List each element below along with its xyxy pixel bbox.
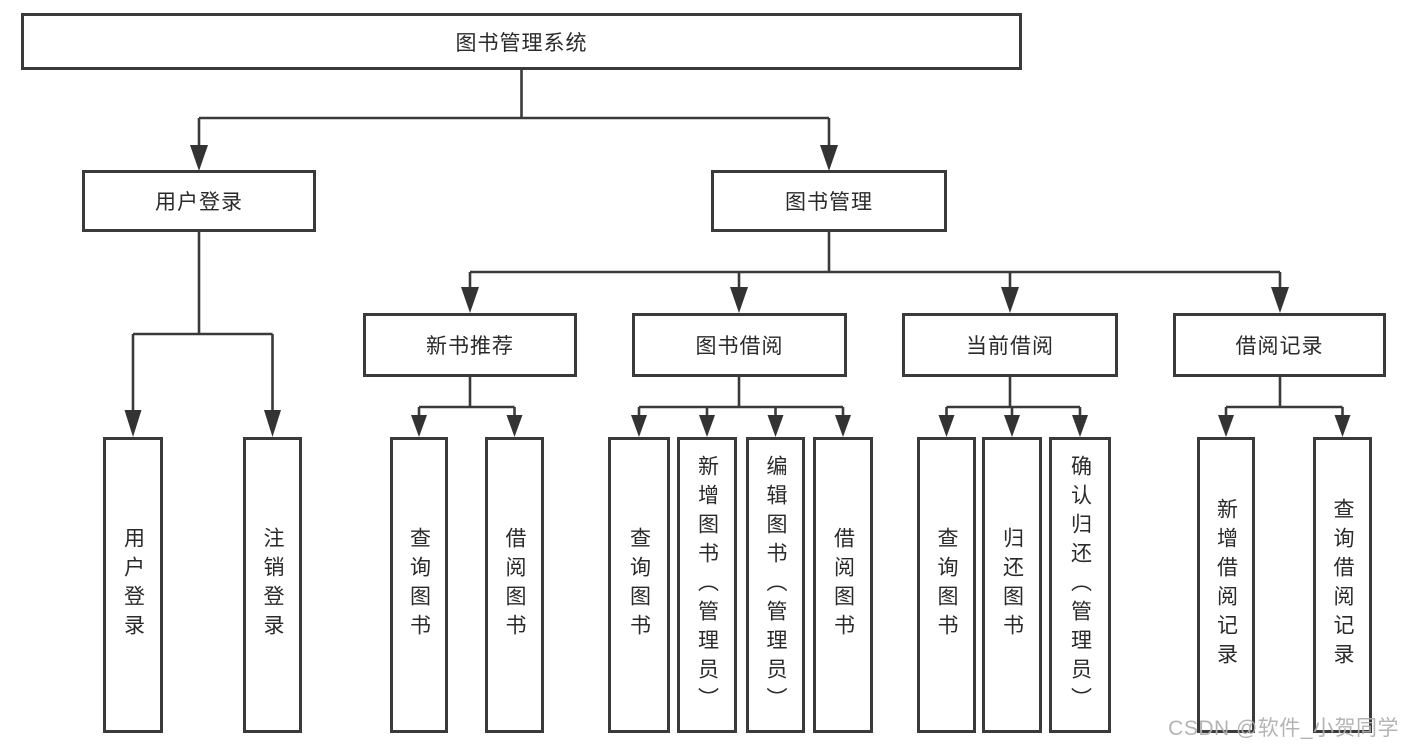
node-book-management: 图书管理 <box>711 170 947 232</box>
arrowhead <box>1001 287 1019 313</box>
leaf-confirm-return-admin: 确认归还（管理员） <box>1049 437 1111 733</box>
leaf-query-borrow-record: 查询借阅记录 <box>1313 437 1372 733</box>
connector-root-to-level1 <box>190 70 838 171</box>
leaf-query-books-current: 查询图书 <box>917 437 976 733</box>
leaf-borrow-books: 借阅图书 <box>813 437 873 733</box>
leaf-label: 借阅图书 <box>831 527 855 643</box>
node-current-borrow: 当前借阅 <box>902 313 1118 377</box>
leaf-label: 查询图书 <box>935 527 958 643</box>
arrowhead <box>938 415 955 437</box>
leaf-add-books-admin: 新增图书（管理员） <box>677 437 737 733</box>
leaf-edit-books-admin: 编辑图书（管理员） <box>746 437 805 733</box>
node-library-management-system: 图书管理系统 <box>21 13 1022 70</box>
node-user-login: 用户登录 <box>82 170 316 232</box>
node-label: 图书管理 <box>785 191 873 214</box>
connector-user-login-children <box>124 232 281 437</box>
arrowhead <box>506 415 523 437</box>
arrowhead <box>411 415 427 437</box>
arrowhead <box>699 415 715 437</box>
arrowhead <box>190 145 208 171</box>
leaf-return-books: 归还图书 <box>982 437 1042 733</box>
leaf-query-books-borrow: 查询图书 <box>608 437 670 733</box>
arrowhead <box>631 415 647 437</box>
leaf-label: 查询图书 <box>407 527 431 643</box>
arrowhead <box>730 287 748 313</box>
leaf-label: 确认归还（管理员） <box>1068 454 1092 716</box>
leaf-label: 查询借阅记录 <box>1331 498 1354 672</box>
node-label: 用户登录 <box>155 191 243 214</box>
arrowhead <box>1334 415 1351 437</box>
leaf-add-borrow-record: 新增借阅记录 <box>1197 437 1255 733</box>
node-label: 图书管理系统 <box>455 31 588 55</box>
leaf-label: 用户登录 <box>121 527 145 643</box>
connector-borrow-records-children <box>1218 377 1351 437</box>
arrowhead <box>767 415 784 437</box>
connector-book-management-children <box>461 232 1289 313</box>
arrowhead <box>835 415 851 437</box>
node-new-book-recommend: 新书推荐 <box>363 313 577 377</box>
node-label: 图书借阅 <box>695 335 784 358</box>
connector-book-borrow-children <box>631 377 851 437</box>
node-book-borrow: 图书借阅 <box>632 313 847 377</box>
leaf-label: 新增图书（管理员） <box>695 454 719 716</box>
leaf-label: 借阅图书 <box>503 527 526 643</box>
arrowhead <box>820 145 838 171</box>
leaf-borrow-books-recommend: 借阅图书 <box>485 437 544 733</box>
arrowhead <box>1072 415 1088 437</box>
node-label: 新书推荐 <box>426 335 514 358</box>
arrowhead <box>264 410 281 437</box>
leaf-logout: 注销登录 <box>243 437 302 733</box>
node-borrow-records: 借阅记录 <box>1173 313 1386 377</box>
leaf-label: 新增借阅记录 <box>1214 498 1238 672</box>
node-label: 借阅记录 <box>1235 335 1324 358</box>
leaf-label: 编辑图书（管理员） <box>764 454 787 716</box>
leaf-user-login: 用户登录 <box>103 437 163 733</box>
connector-current-borrow-children <box>938 377 1088 437</box>
leaf-label: 注销登录 <box>261 527 284 643</box>
arrowhead <box>1004 415 1020 437</box>
node-label: 当前借阅 <box>966 335 1054 358</box>
leaf-label: 查询图书 <box>627 527 651 643</box>
arrowhead <box>1271 287 1289 313</box>
connector-new-book-recommend-children <box>411 377 523 437</box>
leaf-label: 归还图书 <box>1000 527 1024 643</box>
leaf-query-books-recommend: 查询图书 <box>390 437 448 733</box>
arrowhead <box>461 287 479 313</box>
watermark: CSDN @软件_小贺同学 <box>1168 717 1399 740</box>
arrowhead <box>1218 415 1234 437</box>
arrowhead <box>124 410 142 437</box>
